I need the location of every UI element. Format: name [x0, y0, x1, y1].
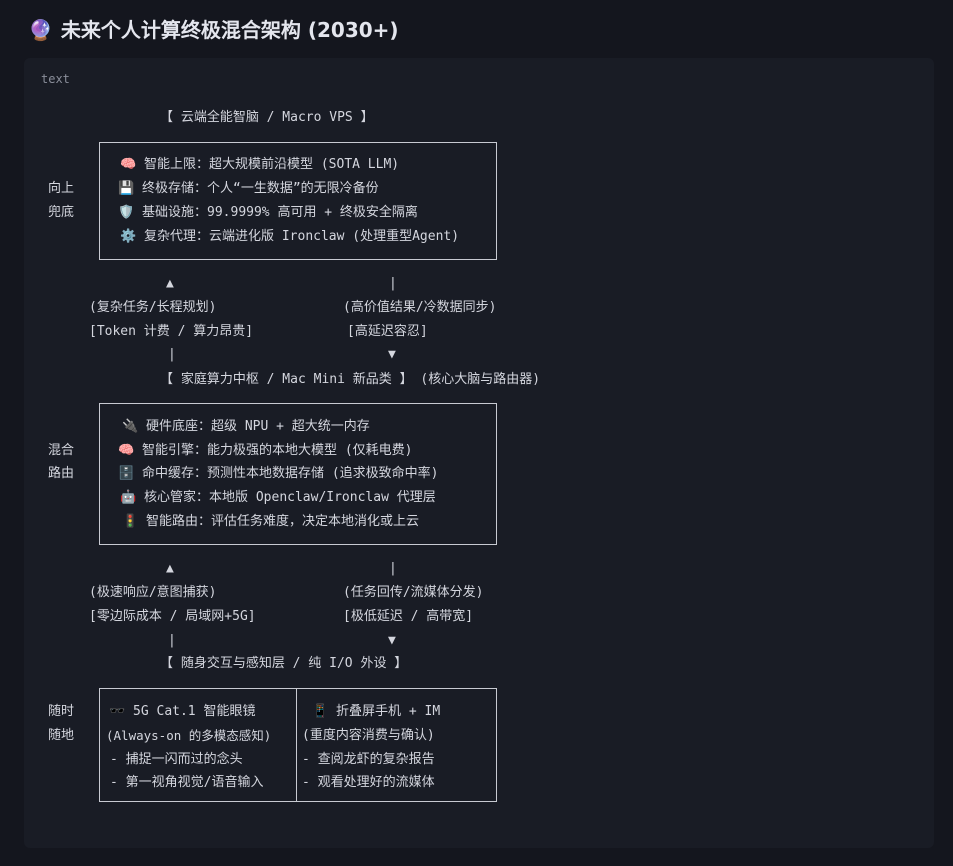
floppy-disk-icon: 💾: [118, 181, 135, 196]
edge-side-label: 随时: [48, 704, 75, 719]
glasses-title: 🕶️ 5G Cat.1 智能眼镜: [109, 704, 256, 719]
shield-icon: 🛡️: [118, 205, 135, 220]
plug-icon: 🔌: [122, 419, 139, 434]
edge-box: [99, 688, 497, 802]
mobile-phone-icon: 📱: [312, 704, 329, 719]
phone-line: - 查阅龙虾的复杂报告: [302, 752, 435, 767]
home-row: 🧠 智能引擎：能力极强的本地大模型 (仅耗电费): [118, 443, 413, 458]
code-block: [24, 58, 934, 848]
arrow-down-icon: ▼: [388, 633, 396, 648]
downlink-note: (任务回传/流媒体分发): [343, 585, 484, 600]
cloud-side-label: 向上: [48, 181, 75, 196]
traffic-light-icon: 🚦: [122, 514, 139, 529]
code-language-label: text: [41, 72, 70, 86]
edge-divider: [296, 688, 297, 802]
glasses-line: - 第一视角视觉/语音输入: [110, 775, 264, 790]
uplink-note: (复杂任务/长程规划): [89, 300, 217, 315]
glasses-line: - 捕捉一闪而过的念头: [110, 752, 243, 767]
edge-side-label: 随地: [48, 728, 75, 743]
uplink-note: [零边际成本 / 局域网+5G]: [89, 609, 256, 624]
glasses-line: (Always-on 的多模态感知): [106, 728, 272, 743]
uplink-note: (极速响应/意图捕获): [89, 585, 217, 600]
downlink-note: (高价值结果/冷数据同步): [343, 300, 497, 315]
home-side-label: 路由: [48, 466, 75, 481]
home-row: 🚦 智能路由：评估任务难度，决定本地消化或上云: [122, 514, 420, 529]
brain-icon: 🧠: [118, 443, 135, 458]
cloud-row: 💾 终极存储：个人“一生数据”的无限冷备份: [118, 181, 379, 196]
uplink-note: [Token 计费 / 算力昂贵]: [89, 324, 254, 339]
arrow-up-icon: ▲: [166, 276, 174, 291]
cloud-side-label: 兜底: [48, 205, 75, 220]
cloud-box: [99, 142, 497, 260]
home-box: [99, 403, 497, 545]
phone-line: - 观看处理好的流媒体: [302, 775, 435, 790]
robot-icon: 🤖: [120, 490, 137, 505]
cloud-row: 🛡️ 基础设施：99.9999% 高可用 + 终极安全隔离: [118, 205, 418, 220]
brain-icon: 🧠: [120, 157, 137, 172]
page-title: 🔮未来个人计算终极混合架构 (2030+): [28, 18, 399, 42]
home-header: 【 家庭算力中枢 / Mac Mini 新品类 】 (核心大脑与路由器): [160, 372, 541, 387]
connector-line: |: [168, 633, 176, 648]
arrow-down-icon: ▼: [388, 347, 396, 362]
connector-line: |: [168, 347, 176, 362]
crystal-ball-icon: 🔮: [28, 18, 53, 42]
gear-icon: ⚙️: [120, 229, 137, 244]
phone-title: 📱 折叠屏手机 + IM: [312, 704, 441, 719]
file-cabinet-icon: 🗄️: [118, 466, 135, 481]
connector-line: |: [389, 561, 397, 576]
cloud-row: 🧠 智能上限：超大规模前沿模型 (SOTA LLM): [120, 157, 400, 172]
arrow-up-icon: ▲: [166, 561, 174, 576]
phone-line: (重度内容消费与确认): [302, 728, 435, 743]
connector-line: |: [389, 276, 397, 291]
cloud-header: 【 云端全能智脑 / Macro VPS 】: [160, 110, 374, 125]
home-row: 🗄️ 命中缓存：预测性本地数据存储 (追求极致命中率): [118, 466, 439, 481]
glasses-icon: 🕶️: [109, 704, 126, 719]
home-side-label: 混合: [48, 443, 75, 458]
downlink-note: [极低延迟 / 高带宽]: [343, 609, 474, 624]
home-row: 🔌 硬件底座：超级 NPU + 超大统一内存: [122, 419, 370, 434]
edge-header: 【 随身交互与感知层 / 纯 I/O 外设 】: [160, 656, 408, 671]
home-row: 🤖 核心管家：本地版 Openclaw/Ironclaw 代理层: [120, 490, 436, 505]
cloud-row: ⚙️ 复杂代理：云端进化版 Ironclaw (处理重型Agent): [120, 229, 460, 244]
downlink-note: [高延迟容忍]: [347, 324, 428, 339]
